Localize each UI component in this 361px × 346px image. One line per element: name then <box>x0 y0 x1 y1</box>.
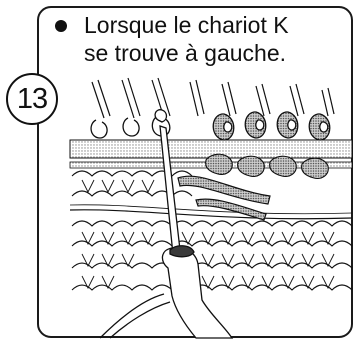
caption-line-1: Lorsque le chariot K <box>84 12 289 38</box>
bullet-icon <box>55 20 67 32</box>
caption-line-2: se trouve à gauche. <box>84 40 286 66</box>
step-number: 13 <box>17 85 47 114</box>
step-number-badge: 13 <box>6 73 58 125</box>
